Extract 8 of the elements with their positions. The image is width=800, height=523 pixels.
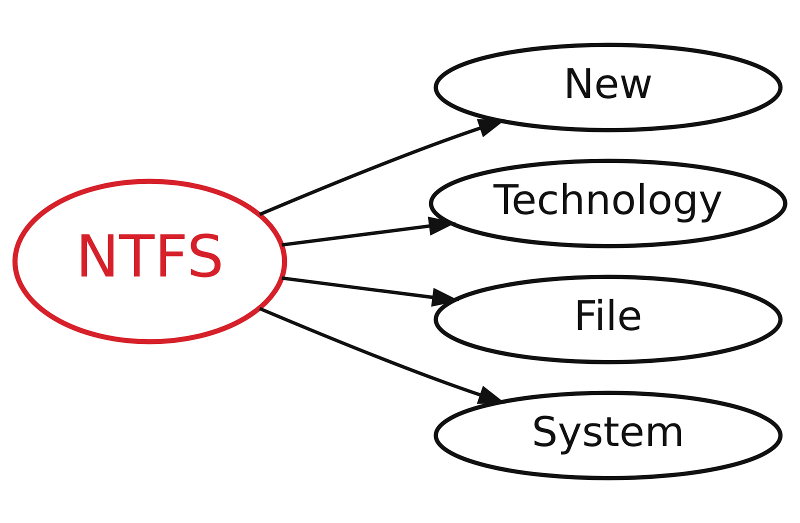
arrow [282,216,456,247]
node-ellipse: NTFS [12,178,288,344]
node-ellipse: New [434,42,783,132]
node-ellipse: System [434,390,783,480]
node-ellipse: File [434,274,783,364]
arrow [259,119,506,216]
arrow [259,306,506,404]
arrow [282,276,460,307]
